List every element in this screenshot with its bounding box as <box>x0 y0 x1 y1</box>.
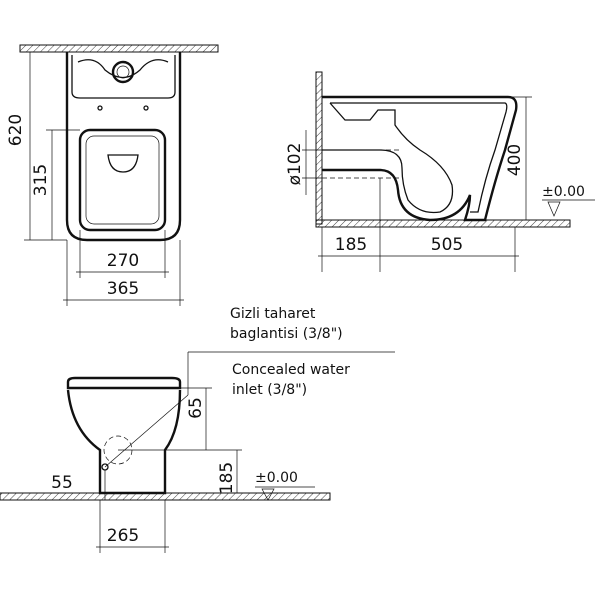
dim-270: 270 <box>107 251 139 271</box>
toilet-profile <box>322 95 518 222</box>
flush-button <box>111 60 135 84</box>
level-mark: ±0.00 <box>542 184 585 200</box>
dim-315: 315 <box>31 164 51 196</box>
bowl-front <box>66 389 182 495</box>
dim-ø102: ø102 <box>285 143 305 186</box>
note-tr-line2: baglantisi (3/8") <box>230 326 343 342</box>
top-view: 620 315 270 365 <box>6 44 219 306</box>
dim-620: 620 <box>6 114 26 146</box>
wall <box>19 44 219 53</box>
dim-185: 185 <box>335 235 367 255</box>
seat <box>66 376 182 390</box>
level-mark: ±0.00 <box>255 470 298 486</box>
toilet-outline <box>65 52 182 242</box>
dim-400: 400 <box>505 144 525 176</box>
note-en-line2: inlet (3/8") <box>232 382 307 398</box>
dim-505: 505 <box>431 235 463 255</box>
seat-lid <box>78 128 167 232</box>
tank <box>71 55 176 99</box>
dim-185: 185 <box>217 462 237 494</box>
dim-265: 265 <box>107 526 139 546</box>
dim-65: 65 <box>186 397 206 419</box>
note-tr-line1: Gizli taharet <box>230 306 316 322</box>
dim-365: 365 <box>107 279 139 299</box>
note-en-line1: Concealed water <box>232 362 350 378</box>
dim-55: 55 <box>51 473 73 493</box>
wall <box>315 71 323 225</box>
front-view: Gizli taharet baglantisi (3/8") Conceale… <box>0 306 395 553</box>
side-view: ø102 400 ±0.00 185 505 <box>285 71 595 272</box>
floor <box>315 219 571 228</box>
